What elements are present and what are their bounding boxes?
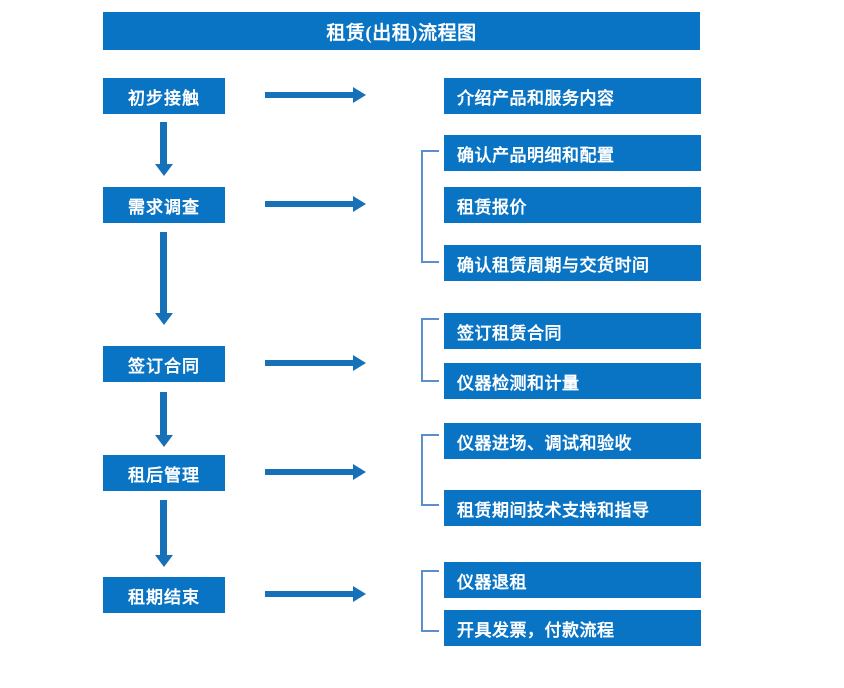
group-bracket-4 [421, 434, 439, 506]
detail-box-6[interactable]: 仪器检测和计量 [444, 363, 701, 399]
detail-box-4[interactable]: 确认租赁周期与交货时间 [444, 245, 701, 281]
detail-box-9[interactable]: 仪器退租 [444, 562, 701, 598]
group-bracket-5 [421, 570, 439, 632]
right-arrow-icon-4 [265, 464, 366, 480]
right-arrow-icon-3 [265, 355, 366, 371]
detail-box-3[interactable]: 租赁报价 [444, 187, 701, 223]
down-arrow-icon-4-5 [154, 500, 173, 567]
down-arrow-icon-2-3 [154, 232, 173, 325]
stage-box-5[interactable]: 租期结束 [103, 577, 225, 613]
right-arrow-icon-5 [265, 586, 366, 602]
stage-box-2[interactable]: 需求调查 [103, 187, 225, 223]
down-arrow-icon-1-2 [154, 122, 173, 176]
down-arrow-icon-3-4 [154, 392, 173, 447]
detail-box-8[interactable]: 租赁期间技术支持和指导 [444, 490, 701, 526]
detail-box-10[interactable]: 开具发票，付款流程 [444, 610, 701, 646]
stage-box-3[interactable]: 签订合同 [103, 346, 225, 382]
detail-box-5[interactable]: 签订租赁合同 [444, 313, 701, 349]
stage-box-1[interactable]: 初步接触 [103, 78, 225, 114]
page-title: 租赁(出租)流程图 [103, 12, 700, 50]
right-arrow-icon-2 [265, 196, 366, 212]
detail-box-7[interactable]: 仪器进场、调试和验收 [444, 423, 701, 459]
right-arrow-icon-1 [265, 87, 366, 103]
group-bracket-2 [421, 150, 439, 263]
group-bracket-3 [421, 318, 439, 382]
stage-box-4[interactable]: 租后管理 [103, 455, 225, 491]
detail-box-1[interactable]: 介绍产品和服务内容 [444, 78, 701, 114]
detail-box-2[interactable]: 确认产品明细和配置 [444, 135, 701, 171]
